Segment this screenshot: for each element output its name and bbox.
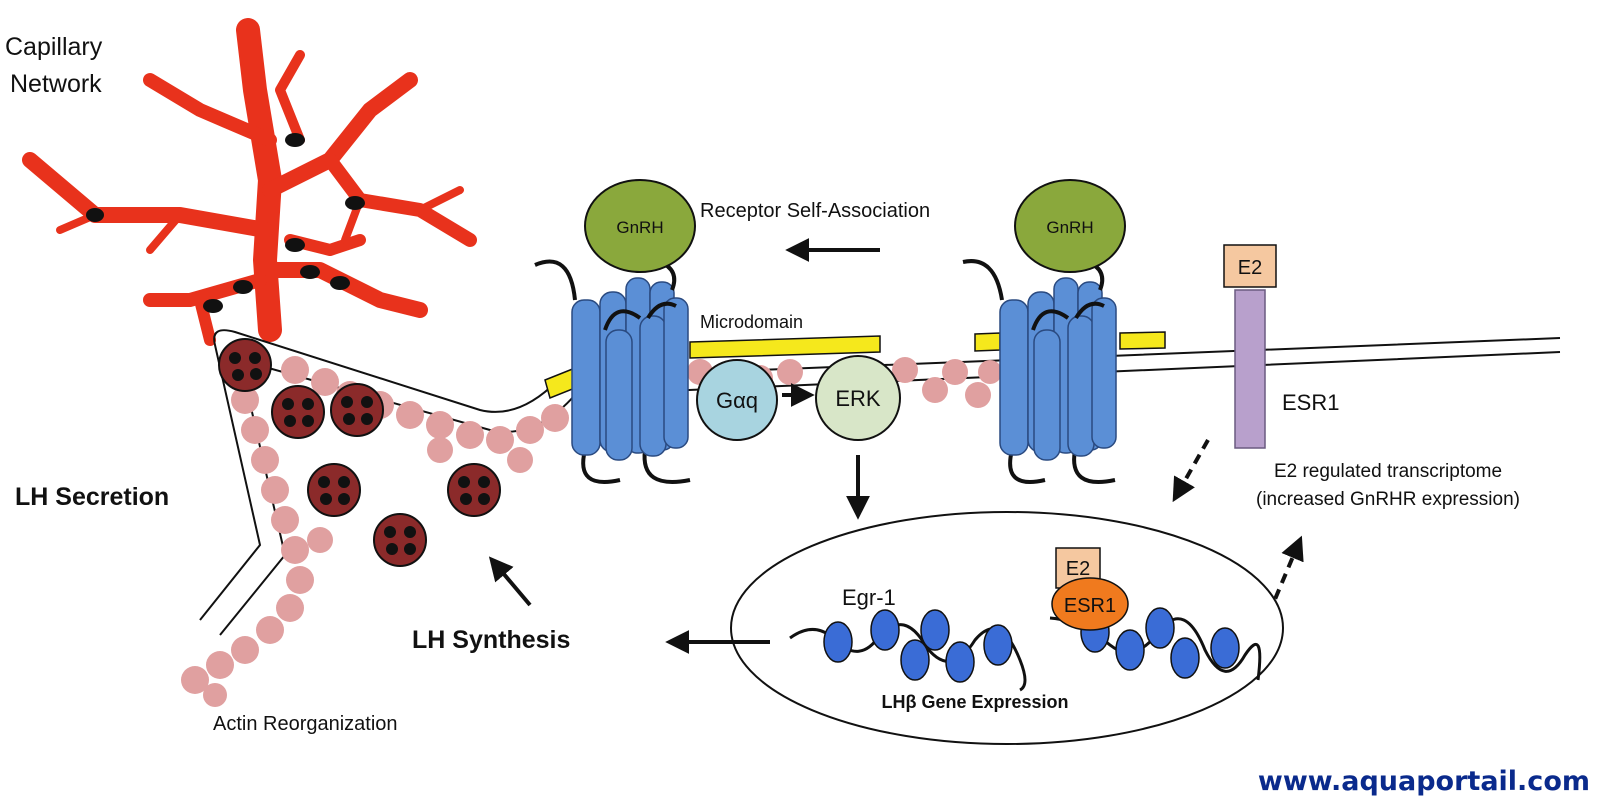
esr1-membrane-label: ESR1 [1282, 390, 1339, 415]
gaq-label: Gαq [716, 388, 758, 413]
lh-vesicle [373, 513, 427, 567]
microdomain-label: Microdomain [700, 312, 803, 332]
capillary-network [22, 18, 477, 346]
chromatin-right [1049, 607, 1262, 681]
capillary-label-line2: Network [10, 70, 102, 98]
synthesis-to-vesicles-arrow [488, 556, 532, 607]
e2-nucleus-label: E2 [1066, 558, 1090, 580]
capillary-label-line1: Capillary [5, 33, 103, 61]
gnrh-receptor-left [534, 259, 691, 484]
lh-vesicle [271, 385, 325, 439]
e2-membrane-box [1223, 244, 1277, 288]
lh-synthesis-label: LH Synthesis [412, 626, 570, 654]
gnrh-ligand-left: GnRH [584, 179, 696, 273]
esr1-membrane-receptor: E2 [1223, 244, 1277, 449]
lh-vesicle [447, 463, 501, 517]
actin-reorganization-label: Actin Reorganization [213, 713, 398, 735]
e2-membrane-label: E2 [1238, 257, 1262, 279]
transcriptome-label-line1: E2 regulated transcriptome [1274, 461, 1502, 482]
erk-label: ERK [835, 386, 881, 411]
lh-vesicles [218, 338, 501, 567]
watermark: www.aquaportail.com [1258, 766, 1590, 797]
gaq-protein: Gαq [696, 359, 778, 441]
microdomain-segments [544, 331, 1166, 400]
lh-secretion-label: LH Secretion [15, 483, 169, 511]
esr1-nucleus-label: ESR1 [1064, 595, 1116, 617]
capillary-nuclei [86, 133, 365, 313]
egr1-label: Egr-1 [842, 585, 896, 610]
gnrh-ligand-right: GnRH [1014, 179, 1126, 273]
nucleus [730, 511, 1284, 745]
lh-vesicle [330, 383, 384, 437]
esr1-to-transcriptome-arrow [1172, 439, 1210, 503]
esr1-nucleus-ellipse [1051, 577, 1129, 631]
gnrh-receptor-right [962, 259, 1117, 484]
gnrh-label-left: GnRH [616, 218, 663, 237]
lh-vesicle [307, 463, 361, 517]
gnrh-label-right: GnRH [1046, 218, 1093, 237]
lh-vesicle [218, 338, 272, 392]
lhb-gene-label: LHβ Gene Expression [881, 692, 1068, 712]
chromatin-left [789, 609, 1027, 692]
erk-protein: ERK [815, 355, 901, 441]
transcriptome-label-line2: (increased GnRHR expression) [1256, 489, 1520, 510]
receptor-self-association-label: Receptor Self-Association [700, 200, 930, 222]
esr1-nuclear-complex: E2 ESR1 [1051, 547, 1129, 631]
